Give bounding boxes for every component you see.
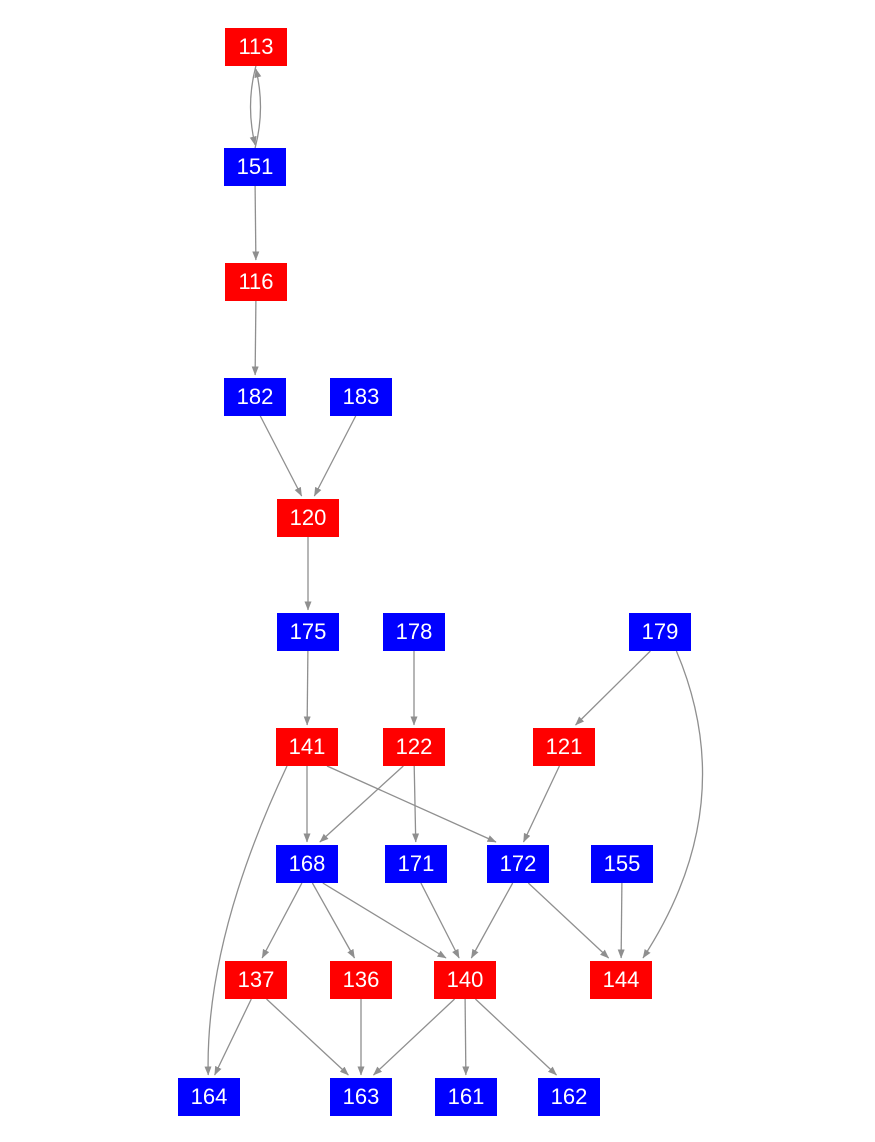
edge-122-171 xyxy=(412,765,420,843)
node-172: 172 xyxy=(487,845,549,883)
edge-140-163 xyxy=(373,998,456,1076)
node-162: 162 xyxy=(538,1078,600,1116)
node-113: 113 xyxy=(225,28,287,66)
node-151: 151 xyxy=(224,148,286,186)
edge-168-137 xyxy=(261,882,303,959)
node-141: 141 xyxy=(276,728,338,766)
edge-141-164 xyxy=(204,765,288,1076)
edge-155-144 xyxy=(617,882,625,959)
edge-179-144 xyxy=(642,650,704,959)
edge-172-144 xyxy=(527,882,610,959)
edge-121-172 xyxy=(522,765,560,843)
node-178: 178 xyxy=(383,613,445,651)
node-144: 144 xyxy=(590,961,652,999)
edge-179-121 xyxy=(575,650,651,726)
node-179: 179 xyxy=(629,613,691,651)
node-122: 122 xyxy=(383,728,445,766)
edge-122-168 xyxy=(319,765,404,843)
edge-140-161 xyxy=(462,998,470,1076)
node-183: 183 xyxy=(330,378,392,416)
node-155: 155 xyxy=(591,845,653,883)
edges-group xyxy=(204,65,704,1076)
edge-113-151 xyxy=(249,65,257,146)
edge-183-120 xyxy=(313,415,357,497)
node-161: 161 xyxy=(435,1078,497,1116)
edge-151-116 xyxy=(252,185,260,261)
edge-171-140 xyxy=(420,882,460,959)
edge-140-162 xyxy=(474,998,557,1076)
node-182: 182 xyxy=(224,378,286,416)
node-137: 137 xyxy=(225,961,287,999)
edge-151-113 xyxy=(254,68,262,149)
node-171: 171 xyxy=(385,845,447,883)
edge-137-164 xyxy=(214,998,252,1076)
edge-168-136 xyxy=(311,882,356,959)
node-120: 120 xyxy=(277,499,339,537)
edge-168-140 xyxy=(322,882,447,959)
node-164: 164 xyxy=(178,1078,240,1116)
node-175: 175 xyxy=(277,613,339,651)
edge-182-120 xyxy=(259,415,303,497)
edge-175-141 xyxy=(303,650,311,726)
node-121: 121 xyxy=(533,728,595,766)
node-116: 116 xyxy=(225,263,287,301)
edge-141-172 xyxy=(326,765,497,843)
edge-116-182 xyxy=(251,300,259,376)
node-136: 136 xyxy=(330,961,392,999)
node-163: 163 xyxy=(330,1078,392,1116)
edge-137-163 xyxy=(266,998,349,1076)
edge-172-140 xyxy=(470,882,514,959)
node-168: 168 xyxy=(276,845,338,883)
node-140: 140 xyxy=(434,961,496,999)
